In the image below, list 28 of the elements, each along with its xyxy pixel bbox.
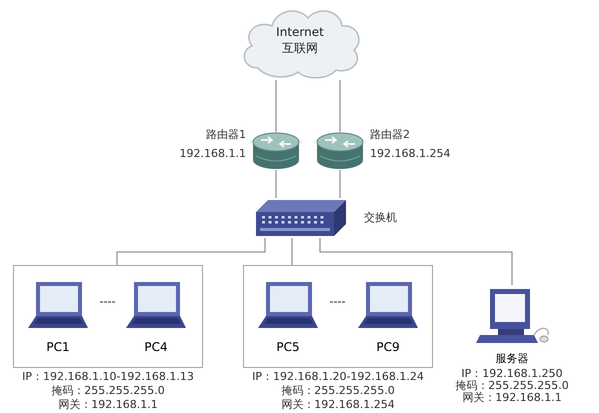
router-icon: [252, 132, 300, 170]
group-box: [243, 265, 433, 368]
switch-label: 交换机: [364, 211, 397, 224]
pc-label: PC1: [45, 340, 71, 354]
ip-config-text: IP：192.168.1.250: [461, 367, 563, 380]
router-icon: [316, 132, 364, 170]
ip-config-text: 网关：192.168.1.1: [58, 398, 158, 411]
ip-config-text: IP：192.168.1.10-192.168.1.13: [22, 370, 194, 383]
ip-config-text: 掩码：255.255.255.0: [281, 384, 395, 397]
router-label: 192.168.1.1: [180, 147, 246, 160]
ip-config-text: 网关：192.168.1.1: [462, 391, 562, 404]
pc-label: PC5: [275, 340, 301, 354]
connector-line: [116, 238, 266, 266]
ip-config-text: 掩码：255.255.255.0: [455, 379, 569, 392]
server-label: 服务器: [494, 351, 530, 366]
router-label: 路由器2: [370, 128, 410, 141]
group-box: [13, 265, 203, 368]
ip-config-text: IP：192.168.1.20-192.168.1.24: [252, 370, 424, 383]
pc-label: PC4: [143, 340, 169, 354]
pc-label: PC9: [375, 340, 401, 354]
connector-line: [320, 238, 512, 286]
ip-config-text: 掩码：255.255.255.0: [51, 384, 165, 397]
router-label: 192.168.1.254: [370, 147, 450, 160]
cloud-label: 互联网: [281, 40, 319, 56]
cloud-label: Internet: [275, 24, 325, 40]
router-label: 路由器1: [206, 128, 246, 141]
ip-config-text: 网关：192.168.1.254: [281, 398, 395, 411]
switch-icon: [254, 198, 348, 238]
